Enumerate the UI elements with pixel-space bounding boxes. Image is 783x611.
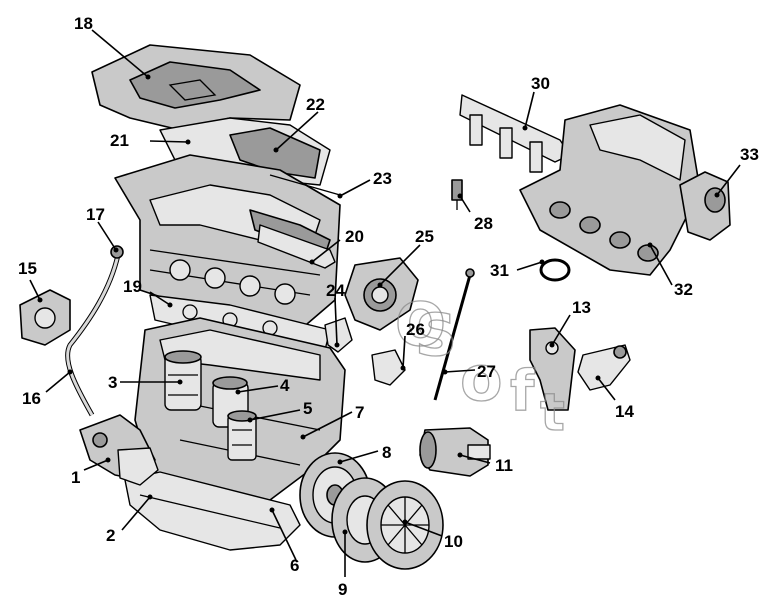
callout-3: 3 bbox=[108, 373, 117, 392]
callout-2: 2 bbox=[106, 526, 115, 545]
part-2-6-oil-pan bbox=[124, 471, 301, 551]
part-11-starter bbox=[419, 427, 491, 477]
part-18-valve-cover bbox=[91, 44, 301, 131]
part-13-bracket bbox=[529, 327, 576, 411]
watermark-letter-s: S bbox=[415, 301, 457, 369]
callout-18: 18 bbox=[74, 14, 93, 33]
part-3-oil-filter bbox=[164, 350, 202, 411]
part-20-camshaft bbox=[257, 224, 336, 269]
part-27-dipstick bbox=[433, 268, 475, 401]
watermark-letter-o: O bbox=[395, 290, 446, 360]
watermark-letter-o2: o bbox=[460, 342, 503, 415]
callout-17: 17 bbox=[86, 205, 105, 224]
part-28-sensor bbox=[451, 179, 463, 210]
callout-25: 25 bbox=[415, 227, 434, 246]
part-26-sensor bbox=[371, 349, 406, 386]
part-23-gasket-strip bbox=[269, 174, 341, 196]
watermark-letter-f: f bbox=[510, 359, 535, 424]
watermark-letter-t: t bbox=[540, 383, 565, 443]
callout-15: 15 bbox=[18, 259, 37, 278]
part-31-seal-ring bbox=[539, 258, 571, 282]
callout-19: 19 bbox=[123, 277, 142, 296]
callout-28: 28 bbox=[474, 214, 493, 233]
callout-9: 9 bbox=[338, 580, 347, 599]
callout-5: 5 bbox=[303, 399, 312, 418]
callout-23: 23 bbox=[373, 169, 392, 188]
callout-14: 14 bbox=[615, 402, 634, 421]
callout-31: 31 bbox=[490, 261, 509, 280]
part-32-intake-manifold bbox=[519, 104, 701, 276]
callout-21: 21 bbox=[110, 131, 129, 150]
callout-1: 1 bbox=[71, 468, 80, 487]
callout-33: 33 bbox=[740, 145, 759, 164]
callout-26: 26 bbox=[406, 320, 425, 339]
callout-13: 13 bbox=[572, 298, 591, 317]
part-30-fuel-rail bbox=[459, 94, 571, 173]
callout-4: 4 bbox=[280, 376, 290, 395]
part-10-clutch bbox=[366, 480, 444, 570]
leader-lines bbox=[29, 29, 741, 577]
callout-6: 6 bbox=[290, 556, 299, 575]
callout-16: 16 bbox=[22, 389, 41, 408]
part-14-bracket bbox=[577, 344, 631, 391]
callout-8: 8 bbox=[382, 443, 391, 462]
callout-32: 32 bbox=[674, 280, 693, 299]
callout-10: 10 bbox=[444, 532, 463, 551]
callout-7: 7 bbox=[355, 403, 364, 422]
callout-20: 20 bbox=[345, 227, 364, 246]
callout-11: 11 bbox=[495, 456, 513, 475]
part-cylinder-head bbox=[114, 154, 341, 331]
callout-labels: 18 21 22 23 20 25 24 26 27 28 30 31 32 3… bbox=[18, 14, 759, 599]
callout-27: 27 bbox=[477, 362, 496, 381]
part-33-throttle-body bbox=[679, 171, 731, 241]
callout-24: 24 bbox=[326, 281, 345, 300]
part-15-seal-holder bbox=[19, 289, 71, 346]
watermark: O S o f t bbox=[394, 289, 565, 443]
callout-30: 30 bbox=[531, 74, 550, 93]
part-24-fitting bbox=[324, 317, 353, 353]
callout-22: 22 bbox=[306, 95, 325, 114]
